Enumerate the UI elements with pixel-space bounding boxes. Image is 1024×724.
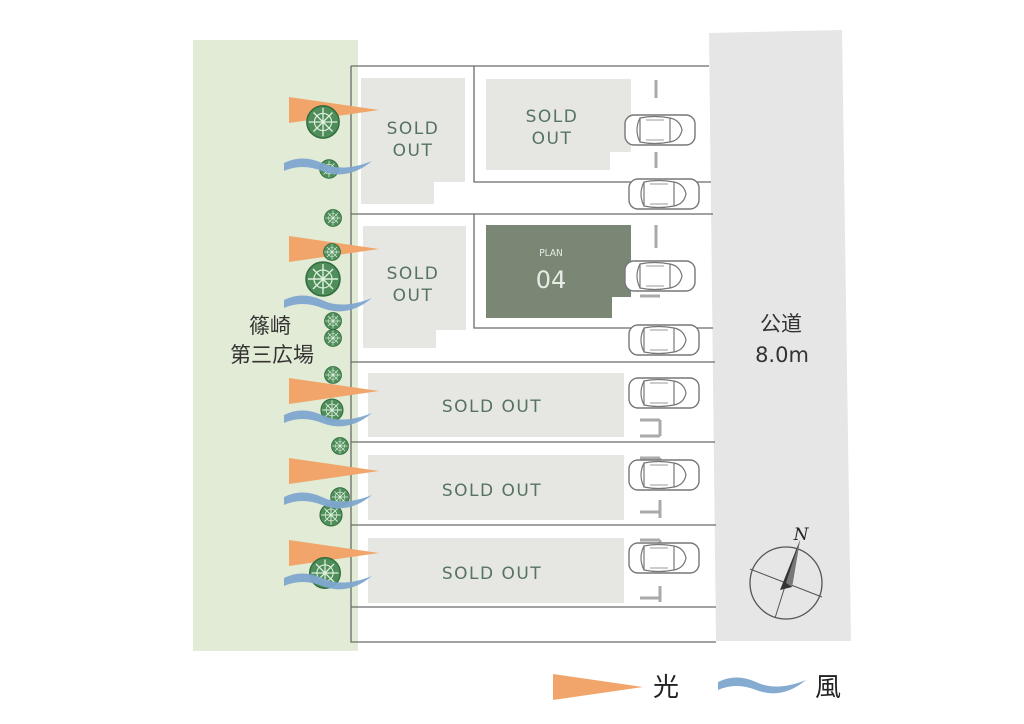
lot-a-status-line2: OUT — [393, 141, 434, 161]
lot-c-status-line2: OUT — [393, 286, 434, 306]
lot-boundaries — [350, 65, 716, 643]
car-icon — [624, 114, 696, 146]
lot-row-2 — [368, 455, 624, 520]
car-icon — [628, 542, 700, 574]
wind-wave-icon — [718, 677, 806, 694]
tree-icon — [324, 312, 342, 330]
compass-north-label: N — [793, 525, 810, 545]
lot-c-status-line1: SOLD — [387, 264, 440, 284]
lot-row-1-status: SOLD OUT — [442, 397, 542, 417]
lot-c — [363, 226, 466, 348]
tree-icon — [305, 261, 341, 297]
park-name-line2: 第三広場 — [230, 343, 314, 367]
legend-wind-label: 風 — [815, 673, 841, 703]
public-road — [709, 30, 851, 641]
lot-a-status-line1: SOLD — [387, 119, 440, 139]
lot-row-1 — [368, 373, 624, 437]
lot-a — [361, 78, 465, 204]
tree-icon — [331, 437, 349, 455]
tree-icon — [323, 243, 341, 261]
tree-icon — [324, 329, 342, 347]
parking-cars — [624, 114, 700, 574]
lots — [361, 78, 631, 603]
tree-icon — [306, 105, 340, 139]
car-icon — [628, 459, 700, 491]
light-arrow-icon — [553, 674, 643, 700]
park-name-line1: 篠崎 — [249, 314, 291, 338]
road-width: 8.0m — [755, 343, 809, 367]
lot-plan-04 — [486, 225, 631, 318]
car-icon — [628, 178, 700, 210]
tree-icon — [324, 366, 342, 384]
compass-icon — [749, 540, 823, 620]
lot-row-3-status: SOLD OUT — [442, 564, 542, 584]
car-icon — [624, 260, 696, 292]
lot-b-status-line1: SOLD — [526, 107, 579, 127]
car-icon — [628, 324, 700, 356]
lot-row-3 — [368, 538, 624, 603]
car-icon — [628, 377, 700, 409]
legend: 光 風 — [553, 673, 841, 703]
plan-number: 04 — [536, 266, 567, 294]
plan-label: PLAN — [539, 248, 563, 259]
lot-b-status-line2: OUT — [532, 129, 573, 149]
legend-light-label: 光 — [653, 673, 679, 703]
lot-b — [486, 79, 631, 170]
tree-icon — [324, 209, 342, 227]
lot-row-2-status: SOLD OUT — [442, 481, 542, 501]
road-name: 公道 — [760, 312, 802, 336]
